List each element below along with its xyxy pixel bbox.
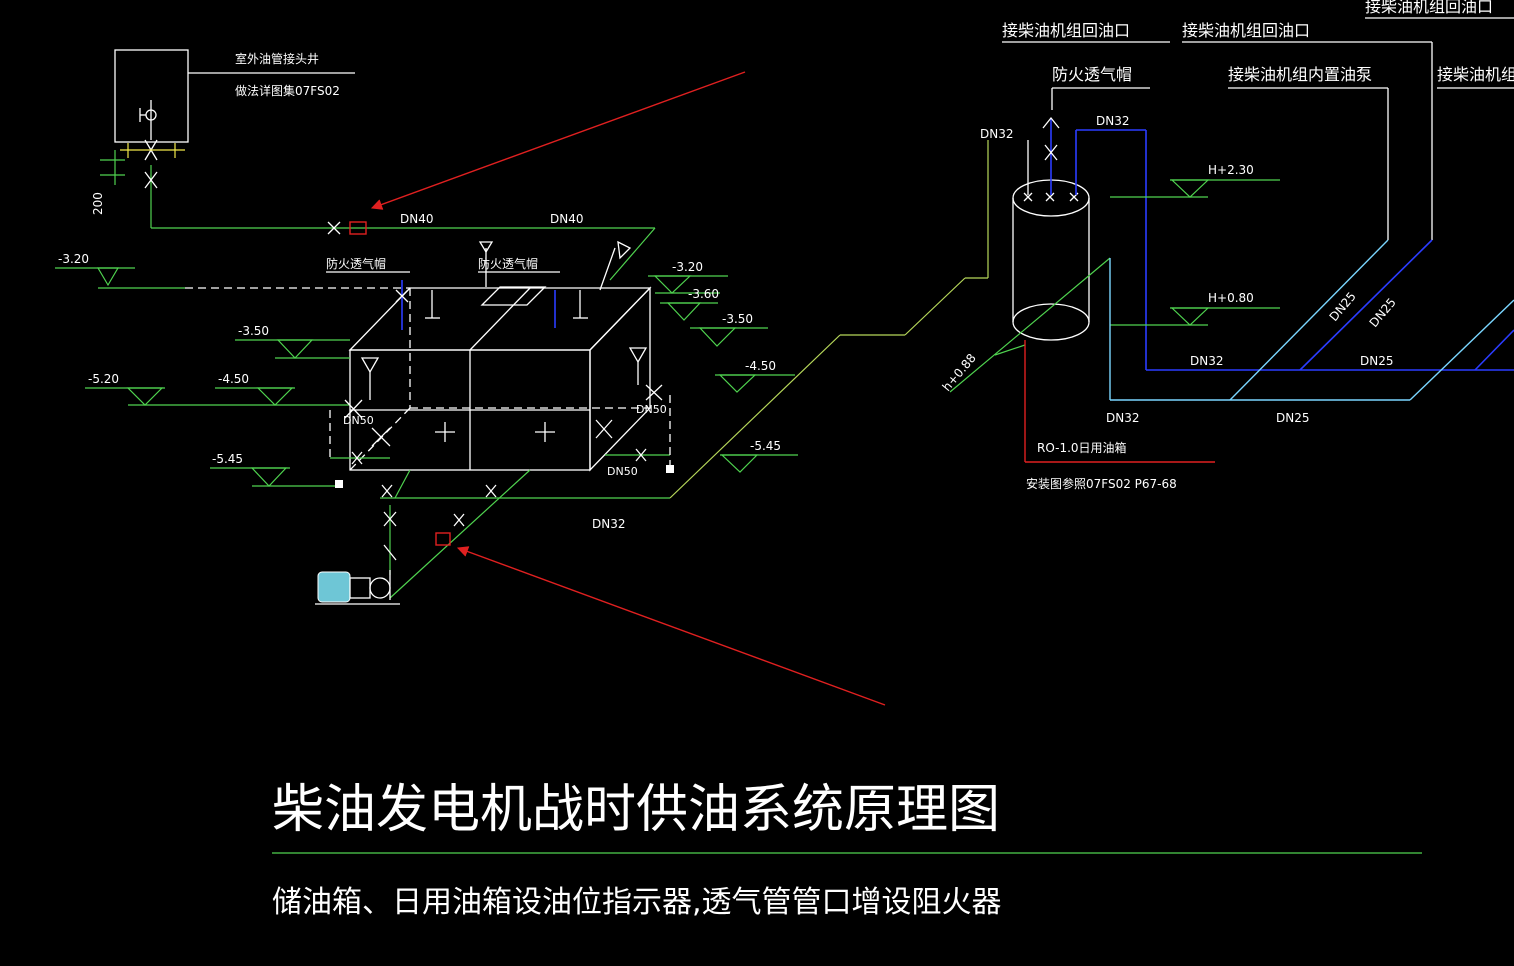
tank-outlet-piping [329, 384, 674, 488]
day-tank-name: RO-1.0日用油箱 [1037, 440, 1127, 455]
storage-tank [348, 286, 652, 472]
return-label-3: 接柴油机组回油口 [1365, 0, 1493, 16]
vent-pipes [395, 240, 632, 330]
dn25-label-b: DN25 [1276, 411, 1310, 425]
transfer-pump [315, 570, 400, 605]
pump-supply-label: 接柴油机组内置油泵 [1228, 65, 1372, 84]
fire-cap-label-2: 防火透气帽 [478, 256, 538, 271]
elev-e2: -3.50 [238, 324, 269, 338]
return-label-1: 接柴油机组回油口 [1002, 21, 1130, 40]
dn25-label-c: DN25 [1327, 289, 1359, 324]
dn32-bottom-label: DN32 [592, 517, 626, 531]
day-tank-ref: 安装图参照07FS02 P67-68 [1026, 476, 1177, 491]
drawing-subtitle: 储油箱、日用油箱设油位指示器,透气管管口增设阻火器 [272, 885, 1002, 920]
elevation-markers-left [55, 267, 350, 487]
annotation-arrow-top [370, 71, 746, 210]
dn32-right-label-4: DN32 [1106, 411, 1140, 425]
dn32-right-label-1: DN32 [980, 127, 1014, 141]
dn40-label-b: DN40 [550, 212, 584, 226]
elev-e10: -5.45 [750, 439, 781, 453]
elev-e7: -3.60 [688, 287, 719, 301]
dn50-label-a: DN50 [343, 414, 374, 427]
elevation-markers-right [1110, 179, 1280, 326]
day-tank [1012, 140, 1090, 341]
fire-cap-label-right: 防火透气帽 [1052, 65, 1132, 84]
annotation-arrow-bottom [456, 546, 886, 706]
elev-e4: -4.50 [218, 372, 249, 386]
outdoor-oil-well [114, 49, 355, 161]
elev-e8: -3.50 [722, 312, 753, 326]
elev-e5: -5.45 [212, 452, 243, 466]
elev-h-mid: H+0.80 [1208, 291, 1254, 305]
elev-e1: -3.20 [58, 252, 89, 266]
day-tank-vent [1042, 116, 1514, 371]
dn32-right-label-3: DN32 [1190, 354, 1224, 368]
drawing-title: 柴油发电机战时供油系统原理图 [272, 780, 1000, 840]
dn40-label-a: DN40 [400, 212, 434, 226]
outdoor-well-label: 室外油管接头井 [235, 51, 319, 66]
dimension-200 [100, 150, 125, 185]
dn25-label-a: DN25 [1360, 354, 1394, 368]
supply-line-dn40 [144, 165, 656, 281]
supply-label-2: 接柴油机组 [1437, 65, 1514, 84]
atlas-ref-label: 做法详图集07FS02 [235, 83, 340, 98]
elev-e6: -3.20 [672, 260, 703, 274]
elev-e3: -5.20 [88, 372, 119, 386]
dn50-label-b: DN50 [636, 403, 667, 416]
elev-e9: -4.50 [745, 359, 776, 373]
day-tank-piping [1109, 239, 1514, 401]
dn50-label-c: DN50 [607, 465, 638, 478]
pump-suction-lines [380, 140, 989, 599]
elev-h-top: H+2.30 [1208, 163, 1254, 177]
dim-200-label: 200 [91, 192, 105, 215]
return-label-2: 接柴油机组回油口 [1182, 21, 1310, 40]
fire-cap-label-1: 防火透气帽 [326, 256, 386, 271]
elevation-markers-tank-right [648, 275, 798, 473]
dn32-right-label-2: DN32 [1096, 114, 1130, 128]
